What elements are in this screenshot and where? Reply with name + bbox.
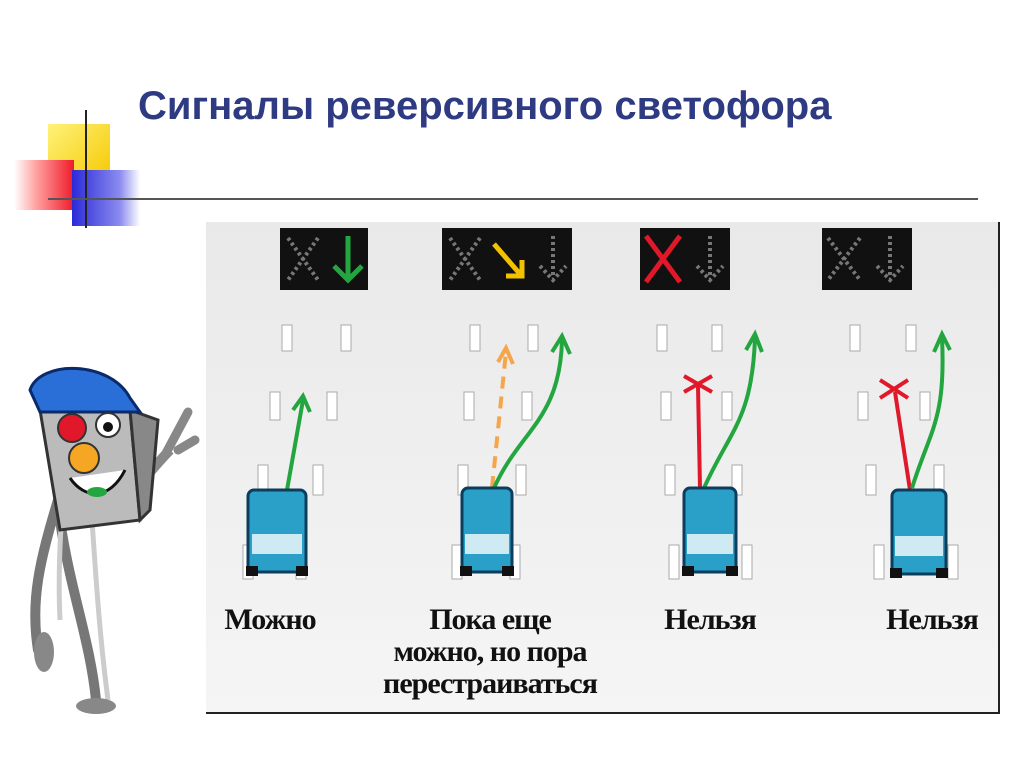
- signal-1: [280, 228, 368, 290]
- car-icon-2: [460, 488, 514, 576]
- car-icon-1: [246, 490, 308, 576]
- caption-change-lane: Пока еще можно, но пора перестраиваться: [360, 604, 620, 700]
- caption-line-2: можно, но пора: [360, 636, 620, 668]
- caption-line-1: Пока еще: [360, 604, 620, 636]
- signal-2: [442, 228, 572, 290]
- signal-3: [640, 228, 730, 290]
- car-icon-3: [682, 488, 738, 576]
- car-icon-4: [890, 490, 948, 578]
- signal-4: [822, 228, 912, 290]
- path-arrows: [287, 334, 950, 490]
- caption-allowed: Можно: [212, 604, 328, 636]
- lane-markings: [243, 325, 958, 579]
- caption-line-3: перестраиваться: [360, 668, 620, 700]
- traffic-light-mascot-icon: [30, 368, 195, 714]
- caption-forbidden-1: Нельзя: [650, 604, 770, 636]
- caption-forbidden-2: Нельзя: [872, 604, 992, 636]
